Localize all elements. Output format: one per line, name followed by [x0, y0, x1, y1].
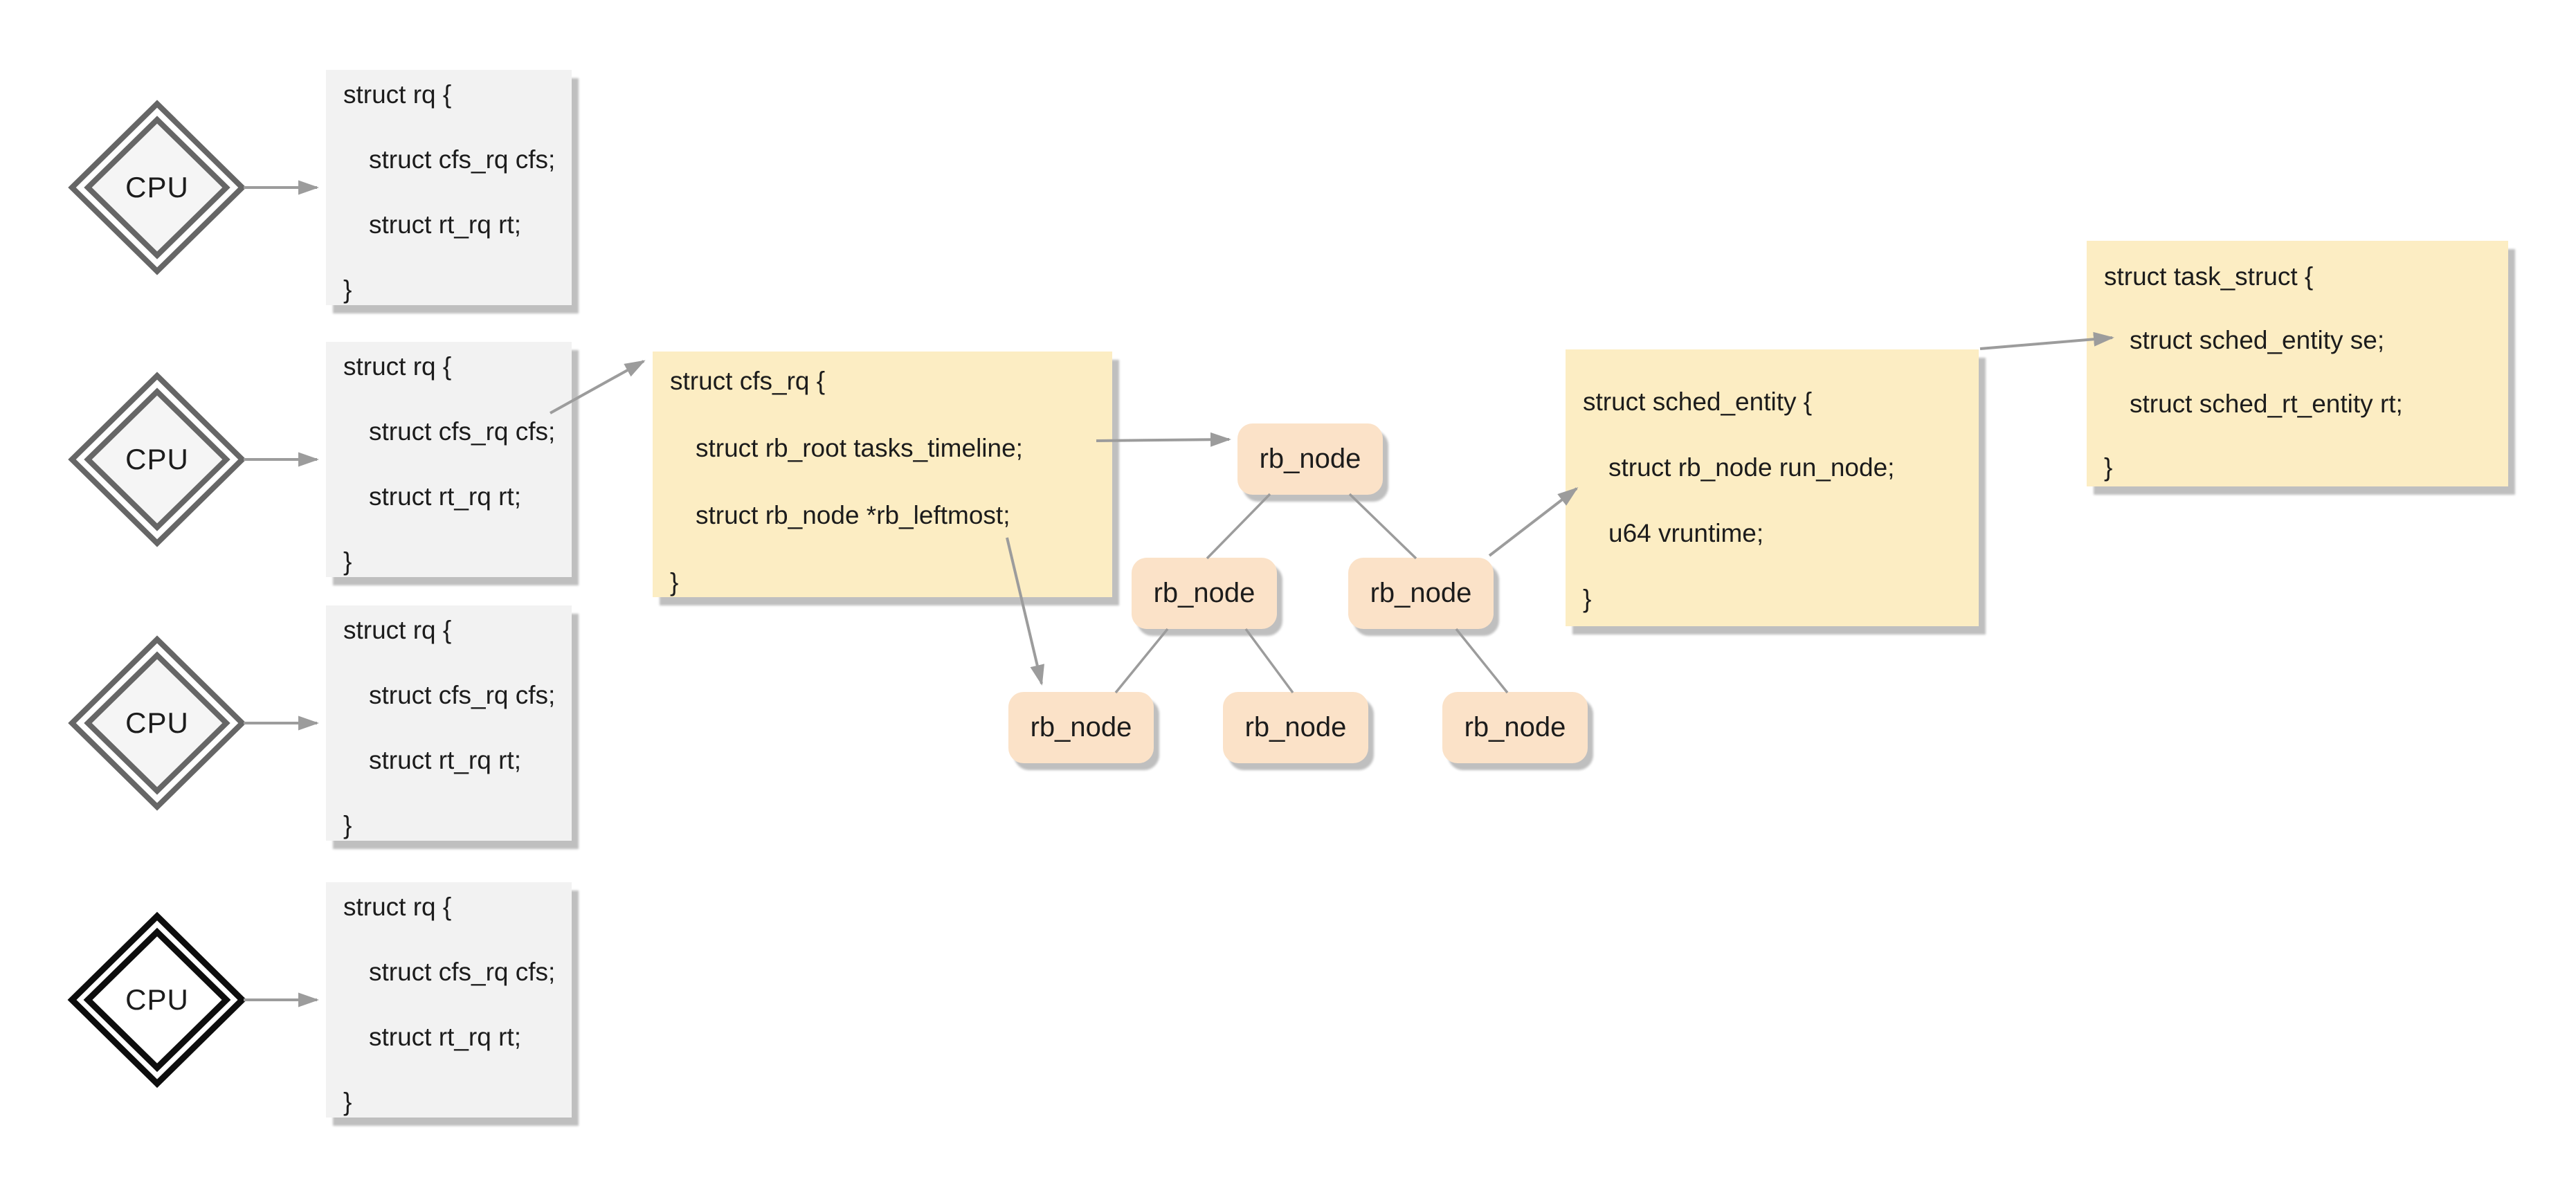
tree-edge-root-right: [1348, 493, 1417, 560]
tree-edge-left-leaf1: [1114, 628, 1169, 694]
struct-line: struct rb_root tasks_timeline;: [696, 434, 1023, 462]
rq-struct-box-2: struct rq { struct cfs_rq cfs; struct rt…: [326, 342, 572, 577]
rb-node-leaf-1: rb_node: [1008, 692, 1154, 763]
rq-struct-box-3: struct rq { struct cfs_rq cfs; struct rt…: [326, 605, 572, 841]
struct-line: struct rt_rq rt;: [369, 482, 521, 511]
struct-line: struct rq {: [343, 616, 452, 644]
cpu-label-3: CPU: [125, 706, 189, 739]
struct-line: }: [670, 568, 679, 596]
struct-line: struct rq {: [343, 80, 452, 109]
cfs-rq-struct-box: struct cfs_rq { struct rb_root tasks_tim…: [653, 352, 1112, 597]
rq-struct-box-1: struct rq { struct cfs_rq cfs; struct rt…: [326, 70, 572, 305]
struct-line: }: [2104, 453, 2113, 482]
cpu-diamond-2: [68, 372, 246, 547]
rb-node-label: rb_node: [1370, 578, 1472, 608]
arrow-rb-leftmost-to-leaf1: [1006, 537, 1044, 686]
tree-edge-right-leaf3: [1455, 628, 1509, 694]
arrow-sched-entity-to-task-struct: [1979, 331, 2114, 350]
rb-node-leaf-2: rb_node: [1223, 692, 1368, 763]
struct-line: struct sched_entity {: [1583, 387, 1813, 416]
arrow-tasks-timeline-to-root: [1096, 432, 1231, 447]
rb-node-label: rb_node: [1464, 712, 1566, 742]
struct-line: u64 vruntime;: [1608, 519, 1764, 547]
rb-node-label: rb_node: [1259, 444, 1361, 474]
struct-line: }: [343, 275, 352, 304]
arrow-rq2-to-cfs-rq: [550, 360, 646, 414]
struct-line: struct sched_entity se;: [2130, 326, 2385, 354]
tree-edge-left-leaf2: [1244, 628, 1294, 694]
rb-node-label: rb_node: [1153, 578, 1255, 608]
cpu-diamond-inner: [84, 116, 230, 259]
rb-node-label: rb_node: [1244, 712, 1347, 742]
struct-line: struct sched_rt_entity rt;: [2130, 390, 2403, 418]
struct-line: struct rt_rq rt;: [369, 746, 521, 774]
struct-line: }: [343, 811, 352, 839]
cpu-label-4: CPU: [125, 983, 189, 1016]
struct-line: struct rb_node run_node;: [1608, 453, 1895, 482]
rb-node-left: rb_node: [1132, 558, 1277, 629]
struct-line: struct cfs_rq {: [670, 367, 826, 395]
cpu-diamond-inner: [83, 927, 231, 1073]
cpu-diamond-4: [67, 911, 247, 1088]
rq-struct-box-4: struct rq { struct cfs_rq cfs; struct rt…: [326, 882, 572, 1118]
rb-node-leaf-3: rb_node: [1442, 692, 1588, 763]
struct-line: struct rq {: [343, 352, 452, 381]
struct-line: struct cfs_rq cfs;: [369, 958, 556, 986]
rb-node-right: rb_node: [1348, 558, 1494, 629]
cpu-diamond-inner: [84, 387, 230, 531]
cpu-diamond-inner: [84, 651, 230, 795]
struct-line: struct rt_rq rt;: [369, 210, 521, 239]
cpu-label-1: CPU: [125, 171, 189, 203]
struct-line: }: [343, 1088, 352, 1116]
cpu-diamond-3: [68, 635, 246, 811]
struct-line: struct rt_rq rt;: [369, 1023, 521, 1051]
struct-line: }: [343, 547, 352, 576]
rb-node-root: rb_node: [1237, 423, 1383, 495]
cpu-label-2: CPU: [125, 443, 189, 475]
struct-line: struct cfs_rq cfs;: [369, 681, 556, 709]
sched-entity-struct-box: struct sched_entity { struct rb_node run…: [1566, 349, 1979, 626]
struct-line: struct cfs_rq cfs;: [369, 417, 556, 446]
arrow-rb-node-to-sched-entity: [1488, 487, 1579, 557]
struct-line: struct task_struct {: [2104, 262, 2314, 291]
tree-edge-root-left: [1206, 493, 1271, 560]
struct-line: }: [1583, 585, 1592, 613]
struct-line: struct rb_node *rb_leftmost;: [696, 501, 1010, 529]
struct-line: struct rq {: [343, 893, 452, 921]
cpu-diamond-1: [68, 100, 246, 275]
rb-node-label: rb_node: [1030, 712, 1132, 742]
struct-line: struct cfs_rq cfs;: [369, 145, 556, 174]
task-struct-box: struct task_struct { struct sched_entity…: [2087, 241, 2508, 486]
